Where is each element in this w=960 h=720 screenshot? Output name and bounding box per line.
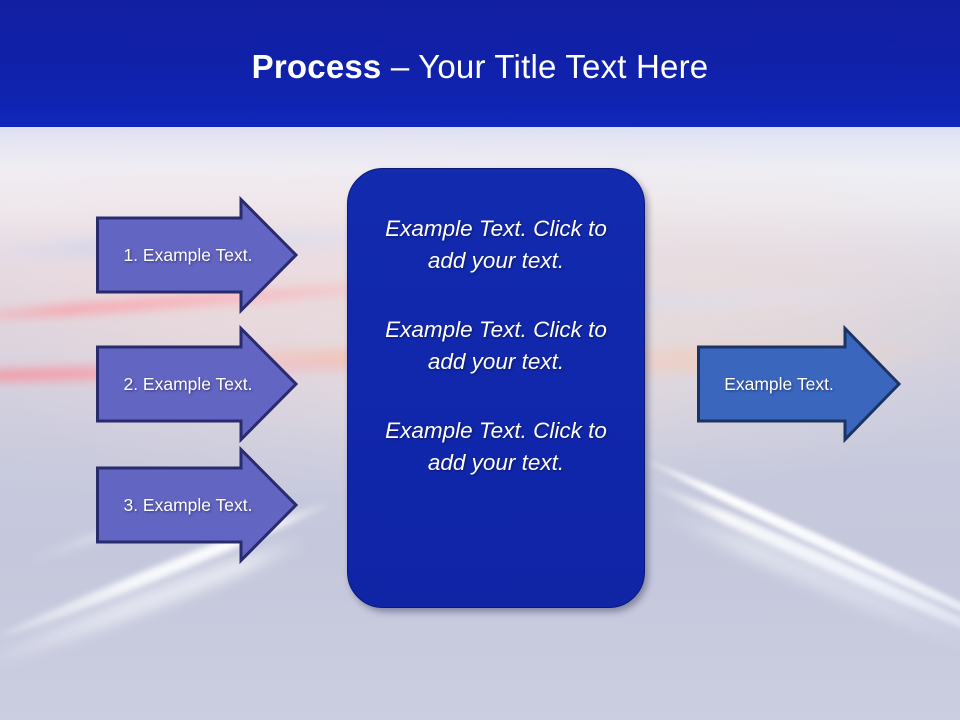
page-title-rest: – Your Title Text Here [381,48,709,85]
arrow-right-icon [96,195,299,315]
page-title-strong: Process [251,48,382,85]
process-text-block-3: Example Text. Click to add your text. [385,418,607,475]
output-arrow-label: Example Text. [724,373,834,394]
process-content-box[interactable]: Example Text. Click to add your text. Ex… [347,168,645,608]
step-arrow-3[interactable]: 3. Example Text. [96,445,299,565]
step-arrow-2-label: 2. Example Text. [123,373,253,394]
process-text-block-2: Example Text. Click to add your text. [385,317,607,374]
title-banner [0,0,960,127]
page-title: Process – Your Title Text Here [0,47,960,87]
step-arrow-1-label: 1. Example Text. [123,244,253,265]
step-arrow-1[interactable]: 1. Example Text. [96,195,299,315]
step-arrow-2[interactable]: 2. Example Text. [96,324,299,444]
lane-marking-right-3-icon [655,500,960,662]
arrow-right-icon [96,445,299,565]
output-arrow[interactable]: Example Text. [697,324,902,444]
arrow-right-icon [96,324,299,444]
lane-marking-right-2-icon [645,476,960,653]
process-text-block-1: Example Text. Click to add your text. [385,216,607,273]
arrow-right-icon [697,324,902,444]
lane-marking-right-1-icon [637,452,960,640]
step-arrow-3-label: 3. Example Text. [123,494,253,515]
